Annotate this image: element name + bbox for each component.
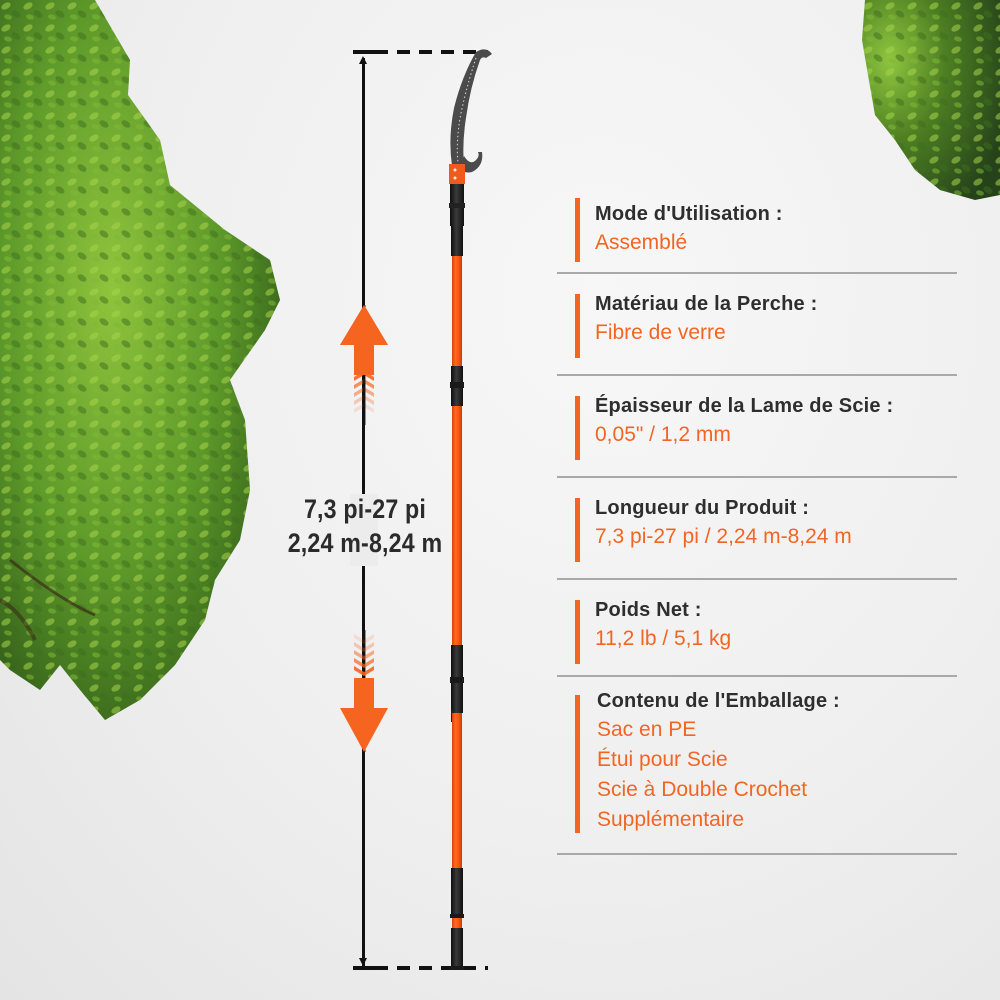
arrow-down-icon bbox=[336, 630, 392, 752]
dimension-bottom-marker bbox=[353, 966, 488, 970]
spec-title: Longueur du Produit : bbox=[595, 497, 810, 519]
divider bbox=[557, 272, 957, 274]
dimension-arrowhead-bottom-icon bbox=[359, 958, 367, 966]
spec-title: Matériau de la Perche : bbox=[595, 293, 818, 315]
accent-bar bbox=[575, 695, 580, 833]
spec-value: 11,2 lb / 5,1 kg bbox=[595, 627, 732, 650]
spec-value: Assemblé bbox=[595, 231, 688, 254]
dimension-label-backdrop bbox=[350, 494, 378, 566]
divider bbox=[557, 578, 957, 580]
spec-pole-material: Matériau de la Perche : Fibre de verre bbox=[557, 274, 957, 374]
spec-value: 0,05" / 1,2 mm bbox=[595, 423, 731, 446]
spec-title: Épaisseur de la Lame de Scie : bbox=[595, 395, 894, 417]
dimension-top-marker bbox=[353, 50, 488, 54]
divider bbox=[557, 675, 957, 677]
dimension-label: 7,3 pi-27 pi 2,24 m-8,24 m bbox=[283, 492, 446, 560]
tree-right-image bbox=[840, 0, 1000, 205]
tree-left-image bbox=[0, 0, 290, 730]
pole-saw-product-image bbox=[440, 48, 500, 978]
dimension-imperial: 7,3 pi-27 pi bbox=[303, 494, 427, 524]
divider bbox=[557, 476, 957, 478]
divider bbox=[557, 853, 957, 855]
accent-bar bbox=[575, 600, 580, 664]
spec-usage-mode: Mode d'Utilisation : Assemblé bbox=[557, 192, 957, 272]
dimension-metric: 2,24 m-8,24 m bbox=[287, 528, 443, 558]
spec-title: Poids Net : bbox=[595, 599, 702, 621]
specifications-list: Mode d'Utilisation : Assemblé Matériau d… bbox=[557, 192, 957, 855]
spec-net-weight: Poids Net : 11,2 lb / 5,1 kg bbox=[557, 580, 957, 675]
dimension-arrowhead-top-icon bbox=[359, 56, 367, 64]
package-item: Scie à Double Crochet bbox=[597, 778, 808, 801]
accent-bar bbox=[575, 396, 580, 460]
spec-title: Contenu de l'Emballage : bbox=[597, 690, 840, 712]
divider bbox=[557, 374, 957, 376]
accent-bar bbox=[575, 198, 580, 262]
accent-bar bbox=[575, 294, 580, 358]
package-item: Sac en PE bbox=[597, 718, 697, 741]
accent-bar bbox=[575, 498, 580, 562]
spec-title: Mode d'Utilisation : bbox=[595, 203, 783, 225]
spec-value: 7,3 pi-27 pi / 2,24 m-8,24 m bbox=[595, 525, 852, 548]
spec-product-length: Longueur du Produit : 7,3 pi-27 pi / 2,2… bbox=[557, 478, 957, 578]
package-item: Supplémentaire bbox=[597, 808, 745, 831]
spec-package-contents: Contenu de l'Emballage : Sac en PE Étui … bbox=[557, 677, 957, 853]
arrow-up-icon bbox=[336, 305, 392, 425]
spec-blade-thickness: Épaisseur de la Lame de Scie : 0,05" / 1… bbox=[557, 376, 957, 476]
spec-value: Fibre de verre bbox=[595, 321, 726, 344]
package-item: Étui pour Scie bbox=[597, 748, 728, 771]
